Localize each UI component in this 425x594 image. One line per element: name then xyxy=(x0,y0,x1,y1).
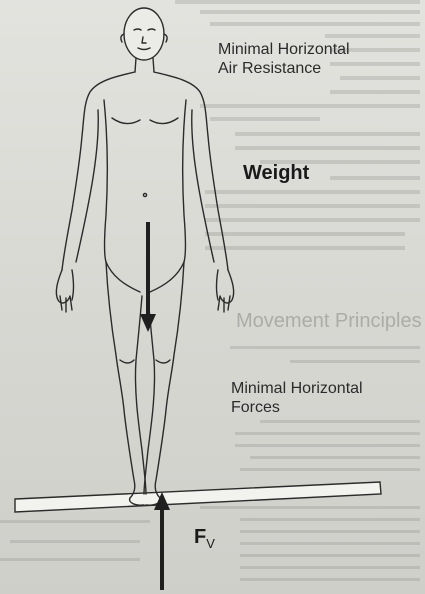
air-resistance-label-line1: Minimal Horizontal xyxy=(218,40,350,59)
horizontal-forces-label: Minimal Horizontal Forces xyxy=(231,379,363,417)
ground-surface xyxy=(15,482,381,512)
air-resistance-label: Minimal Horizontal Air Resistance xyxy=(218,40,350,78)
vertical-force-label: FV xyxy=(194,525,215,552)
vertical-force-symbol: F xyxy=(194,526,206,548)
air-resistance-label-line2: Air Resistance xyxy=(218,59,350,78)
horizontal-forces-label-line2: Forces xyxy=(231,398,363,417)
vertical-force-subscript: V xyxy=(206,536,215,551)
weight-label: Weight xyxy=(243,161,309,185)
vertical-force-arrow xyxy=(154,492,170,590)
human-figure xyxy=(56,8,233,505)
weight-arrow xyxy=(140,222,156,332)
horizontal-forces-label-line1: Minimal Horizontal xyxy=(231,379,363,398)
